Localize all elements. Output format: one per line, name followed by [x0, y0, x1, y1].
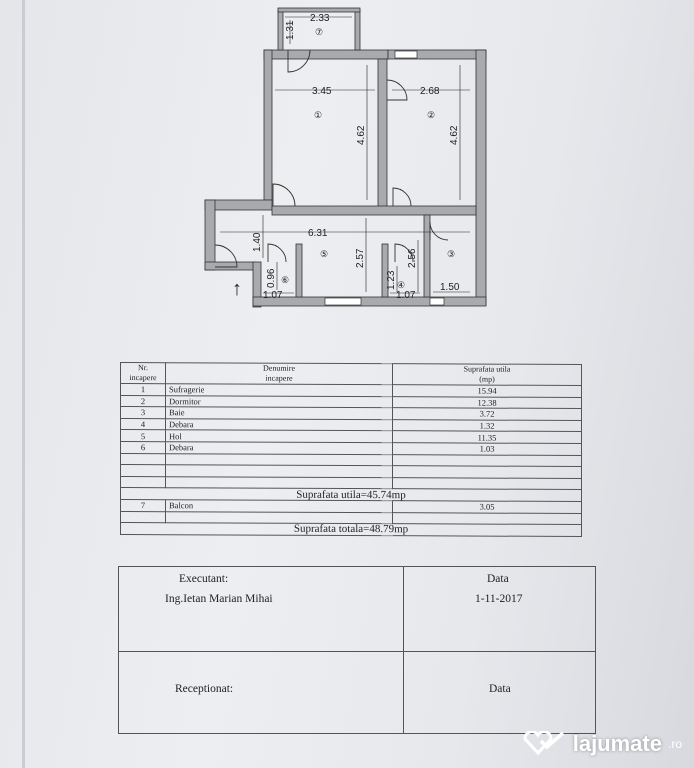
- row-name: Baie: [165, 406, 393, 420]
- dim-storage4-height: 1.23: [386, 270, 397, 290]
- wall-entry-bottom: [204, 261, 256, 271]
- wall-right: [475, 49, 487, 306]
- row-nr: 1: [120, 383, 166, 396]
- row-area: 12.38: [392, 396, 582, 409]
- wall-left-r1: [263, 49, 273, 201]
- wall-top-r1: [263, 49, 389, 60]
- row-nr: 7: [120, 499, 166, 512]
- row-nr: 3: [120, 406, 166, 419]
- row-area: 3.72: [392, 407, 582, 421]
- header-name: Denumire incapere: [165, 362, 393, 385]
- dim-hall-height: 2.57: [355, 248, 366, 268]
- wall-rooms-hall: [271, 205, 477, 216]
- dim-entry-depth: 1.40: [252, 232, 263, 252]
- dim-hall-width: 6.31: [308, 228, 328, 239]
- executant-label: Executant:: [179, 573, 229, 585]
- receptionat-label: Receptionat:: [175, 683, 234, 695]
- door-storage4: [394, 243, 414, 263]
- date-value: 1-11-2017: [475, 593, 523, 605]
- door-entry: [214, 244, 238, 268]
- room-label-3: ③: [447, 249, 455, 259]
- balcony-wall-right: [354, 9, 361, 51]
- row-name: Sufragerie: [165, 383, 393, 397]
- grand-total: Suprafata totala=48.79mp: [120, 522, 582, 537]
- dim-storage6-height: 0.96: [266, 268, 277, 288]
- watermark-logo: lajumate .ro: [521, 726, 682, 762]
- room-label-7: ⑦: [315, 27, 323, 37]
- page-fold: [22, 0, 25, 768]
- row-area: 15.94: [392, 384, 582, 398]
- window-hall: [324, 297, 362, 306]
- date-label: Data: [487, 573, 509, 585]
- rooms-table: Nr. incapere Denumire incapere Suprafata…: [120, 362, 582, 537]
- row-name: Debara: [165, 418, 393, 432]
- row-area: 11.35: [392, 431, 582, 444]
- door-balcony: [287, 49, 311, 73]
- table-header-row: Nr. incapere Denumire incapere Suprafata…: [120, 362, 582, 386]
- row-name: Balcon: [165, 499, 393, 513]
- wall-storage4: [381, 243, 389, 298]
- wall-lower-left: [252, 261, 262, 308]
- dim-r1-height: 4.62: [356, 125, 367, 145]
- door-bath: [429, 221, 449, 241]
- divider: [119, 651, 595, 652]
- floor-plan: 2.33 1.31 3.45 4.62 2.68 4.62 6.31 1.40 …: [204, 7, 487, 308]
- balcony-wall-left: [277, 9, 284, 51]
- wall-r1-r2: [377, 58, 388, 210]
- dim-bath-width: 1.50: [440, 282, 460, 293]
- entrance-arrow-icon: ↑: [232, 278, 242, 300]
- dim-bath-height: 2.56: [407, 248, 418, 268]
- dim-storage6-width: 1.07: [263, 290, 283, 301]
- row-name: Dormitor: [165, 395, 393, 408]
- window-bath: [429, 297, 445, 306]
- row-nr: 2: [120, 395, 166, 407]
- heart-check-icon: [523, 731, 564, 756]
- wall-bath: [423, 214, 431, 298]
- room-label-6: ⑥: [281, 275, 289, 285]
- executant-name: Ing.Ietan Marian Mihai: [165, 593, 273, 605]
- room-label-4: ④: [397, 280, 405, 290]
- brand-tld: .ro: [667, 737, 682, 751]
- door-r2: [392, 187, 412, 207]
- row-nr: 5: [120, 429, 166, 442]
- dim-r1-width: 3.45: [312, 86, 332, 97]
- dim-r2-width: 2.68: [420, 86, 440, 97]
- divider: [403, 567, 404, 733]
- door-r1: [272, 183, 296, 207]
- dim-balcony-depth: 1.31: [285, 20, 296, 40]
- row-name: Debara: [165, 441, 393, 455]
- dim-storage4-width: 1.07: [396, 290, 416, 301]
- row-nr: 4: [120, 418, 166, 431]
- wall-storage6: [295, 243, 303, 298]
- signature-block: Executant: Ing.Ietan Marian Mihai Data 1…: [118, 566, 596, 734]
- brand-name: lajumate: [572, 731, 662, 756]
- grand-total-row: Suprafata totala=48.79mp: [120, 522, 582, 537]
- window-r2: [394, 50, 418, 59]
- room-label-2: ②: [427, 110, 435, 120]
- door-storage6: [267, 243, 287, 263]
- room-label-1: ①: [314, 110, 322, 120]
- balcony-rail: [277, 7, 361, 13]
- dim-balcony-width: 2.33: [310, 13, 330, 24]
- room-label-5: ⑤: [320, 249, 328, 259]
- row-area: 1.32: [392, 419, 582, 432]
- dim-r2-height: 4.62: [449, 125, 460, 145]
- header-nr: Nr. incapere: [120, 362, 166, 384]
- door-r1-r2: [386, 79, 408, 101]
- row-nr: 6: [120, 441, 166, 454]
- row-area: 3.05: [392, 500, 582, 514]
- wall-entry-left: [204, 199, 216, 271]
- header-area: Suprafata utila (mp): [392, 363, 582, 386]
- wall-bottom: [252, 296, 487, 307]
- row-name: Hol: [165, 430, 393, 443]
- date-label-2: Data: [489, 683, 511, 695]
- row-area: 1.03: [392, 442, 582, 456]
